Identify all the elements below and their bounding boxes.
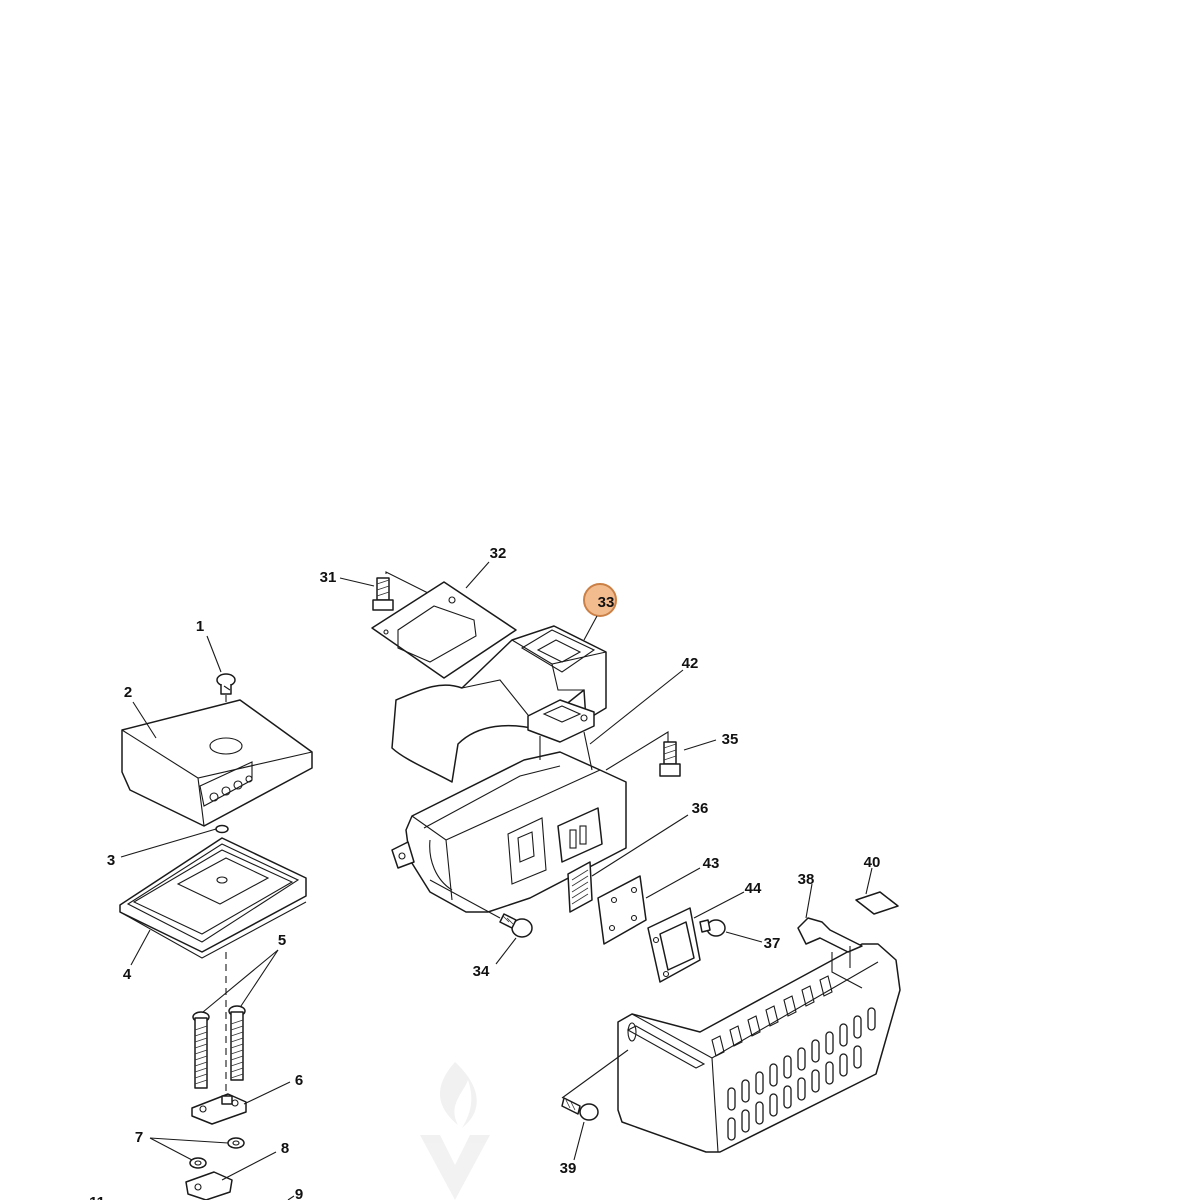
washer-part-7b xyxy=(189,1157,207,1169)
callout-label-35: 35 xyxy=(722,731,739,748)
gasket-part-43 xyxy=(597,875,647,945)
screw-part-37 xyxy=(699,919,726,937)
callout-label-5: 5 xyxy=(278,932,286,949)
washer-part-7a xyxy=(227,1137,245,1149)
callout-label-8: 8 xyxy=(281,1140,289,1157)
callout-label-40: 40 xyxy=(864,854,881,871)
bolt-part-35 xyxy=(659,741,681,777)
callout-label-1: 1 xyxy=(196,618,204,635)
callout-label-31: 31 xyxy=(320,569,337,586)
callout-label-3: 3 xyxy=(107,852,115,869)
callout-label-4: 4 xyxy=(123,966,132,983)
callout-label-38: 38 xyxy=(798,871,815,888)
bracket-part-6 xyxy=(191,1093,247,1125)
callout-label-6: 6 xyxy=(295,1072,303,1089)
muffler-guard-part-38 xyxy=(617,917,901,1153)
callout-label-37: 37 xyxy=(764,935,781,952)
callout-label-11: 11 xyxy=(89,1194,105,1200)
callout-labels: 1234567891131323334353637383940424344 xyxy=(89,545,880,1200)
callout-label-9: 9 xyxy=(295,1186,303,1200)
bolt-part-5a xyxy=(192,1011,210,1089)
callout-label-2: 2 xyxy=(124,684,132,701)
screw-part-39 xyxy=(561,1097,599,1121)
callout-label-42: 42 xyxy=(682,655,699,672)
screw-part-34 xyxy=(499,913,533,938)
callout-label-7: 7 xyxy=(135,1129,143,1146)
spark-arrestor-screen-part-36 xyxy=(567,861,593,913)
callout-highlight-33 xyxy=(583,583,617,617)
screw-part-31 xyxy=(372,577,394,611)
watermark-logo xyxy=(420,1062,490,1200)
heat-shield-part-33 xyxy=(391,625,607,783)
deflector-part-44 xyxy=(647,907,701,983)
plate-part-8 xyxy=(185,1171,233,1200)
label-sticker-part-40 xyxy=(855,891,899,915)
callout-label-32: 32 xyxy=(490,545,507,562)
callout-label-34: 34 xyxy=(473,963,490,980)
screw-part-1 xyxy=(216,673,236,745)
callout-label-44: 44 xyxy=(745,880,762,897)
callout-label-33: 33 xyxy=(598,594,615,611)
leader-lines xyxy=(120,561,873,1200)
bolt-part-5b xyxy=(228,1005,246,1081)
callout-label-43: 43 xyxy=(703,855,720,872)
callout-label-39: 39 xyxy=(560,1160,577,1177)
air-filter-element-part-4 xyxy=(119,837,307,959)
o-ring-part-3 xyxy=(215,824,229,834)
callout-label-36: 36 xyxy=(692,800,709,817)
air-filter-cover-part-2 xyxy=(121,699,313,827)
gasket-part-32 xyxy=(371,581,517,679)
